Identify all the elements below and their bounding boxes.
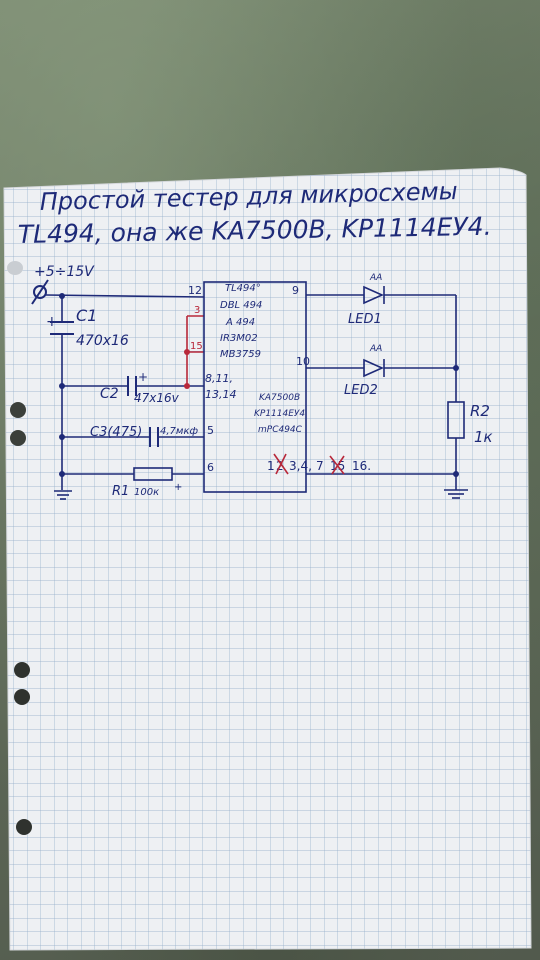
pin-label: 3 <box>194 305 200 316</box>
ic-part-number: IR3M02 <box>220 333 258 344</box>
ic-part-number: KP1114EУ4 <box>254 409 305 419</box>
red-junction-dots <box>184 349 190 389</box>
ic-part-number: KA7500B <box>259 393 300 403</box>
ic-left-pins: 12 3 15 8,11, 13,14 5 6 <box>188 284 237 474</box>
pin-label: 8,11, <box>205 372 233 385</box>
pin-label: 9 <box>292 284 299 297</box>
led1-diode-icon <box>363 285 385 305</box>
red-strike-marks <box>273 453 345 475</box>
pin-label: 12 <box>188 284 202 297</box>
c3-label: C3(475) <box>90 425 142 440</box>
resistor-r2-icon <box>447 401 465 439</box>
wiring <box>45 294 468 500</box>
ic-tl494-body <box>203 281 307 493</box>
pin-label: 7 <box>316 459 324 473</box>
r1-label: R1 <box>112 484 129 499</box>
c1-value: 470x16 <box>76 333 129 349</box>
supply-terminal-icon <box>31 279 49 305</box>
capacitor-c1-icon <box>50 321 74 335</box>
c2-label: C2 <box>100 386 119 402</box>
pin-label: 3,4, <box>289 459 312 473</box>
c2-plus-mark: + <box>138 370 148 384</box>
pin-label: 15 <box>190 341 203 352</box>
r2-value: 1к <box>474 428 493 446</box>
ic-part-number: MB3759 <box>220 349 261 360</box>
led1-label: LED1 <box>348 312 382 327</box>
punch-holes <box>7 261 32 835</box>
ic-right-pins: 9 10 <box>292 284 310 368</box>
led1-mark: AA <box>369 273 382 283</box>
junction-dots <box>59 293 459 477</box>
pin-label: 1 <box>267 459 275 473</box>
r2-label: R2 <box>470 402 490 420</box>
ic-part-number: A 494 <box>225 317 255 328</box>
ic-part-number: DBL 494 <box>220 300 262 311</box>
capacitor-c2-icon <box>127 376 137 396</box>
led2-diode-icon <box>363 358 385 378</box>
c1-plus-mark: + <box>46 314 58 330</box>
supply-voltage-label: +5÷15V <box>34 264 95 280</box>
c1-label: C1 <box>76 306 97 325</box>
pin-label: 13,14 <box>205 388 237 401</box>
pin-label: 5 <box>207 424 214 437</box>
pin-label: 6 <box>207 461 214 474</box>
c2-value: 47x16v <box>134 391 180 405</box>
grid-lines <box>4 168 531 950</box>
c3-value: 4,7мкф <box>160 426 198 437</box>
resistor-r1-icon <box>133 467 173 481</box>
ic-part-numbers-bottom: KA7500B KP1114EУ4 mPC494C <box>254 393 305 435</box>
capacitor-c3-icon <box>149 427 159 447</box>
ic-part-number: TL494° <box>225 283 261 294</box>
ic-part-numbers-top: TL494° DBL 494 A 494 IR3M02 MB3759 <box>220 283 262 360</box>
pin-label: 10 <box>296 355 310 368</box>
r1-plus-mark: + <box>174 482 182 493</box>
led2-label: LED2 <box>344 383 378 398</box>
pin-label: 16. <box>352 459 371 473</box>
led2-mark: AA <box>369 344 382 354</box>
r1-value: 100к <box>134 487 159 498</box>
ic-part-number: mPC494C <box>258 425 303 435</box>
